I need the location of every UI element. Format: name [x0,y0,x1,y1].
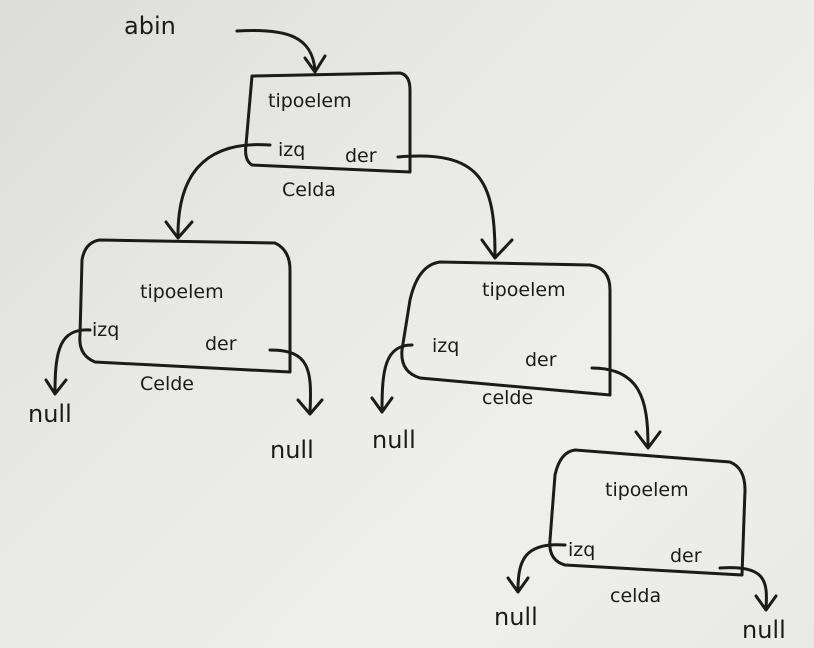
node-type-label: celda [610,585,661,607]
root-pointer-label: abin [124,12,176,40]
node-type-label: celde [482,387,533,409]
node-box [244,71,412,174]
node-right-field: der [525,349,557,371]
node-left-field: izq [92,319,119,341]
node-type-label: Celde [140,373,194,395]
node-right-field: der [205,333,237,355]
edge-root-right [396,154,514,260]
root-pointer-arrow [235,29,327,74]
node-right-field: der [345,145,377,167]
node-field: tipoelem [605,479,689,501]
null-label: null [28,400,72,428]
node-field: tipoelem [268,90,352,112]
null-label: null [494,603,538,631]
null-label: null [270,436,314,464]
node-left-field: izq [432,335,459,357]
node-box [400,260,612,397]
edge-right-left [370,343,414,414]
edge-rr-right [718,566,778,612]
node-left-field: izq [568,539,595,561]
node-type-label: Celda [282,179,336,201]
edge-right-right [590,366,662,450]
node-field: tipoelem [140,281,224,303]
null-label: null [742,616,786,644]
edge-left-left [44,328,92,396]
null-label: null [372,426,416,454]
edge-rr-left [506,543,567,594]
node-field: tipoelem [482,279,566,301]
tree-node-left: tipoelem izq der Celde [78,238,292,395]
node-left-field: izq [278,139,305,161]
node-box [78,238,292,374]
node-box [548,448,747,577]
tree-node-right-right: tipoelem izq der celda [548,448,747,607]
edge-root-left [164,143,272,240]
node-right-field: der [670,545,702,567]
edge-left-right [268,348,324,416]
tree-node-right: tipoelem izq der celde [400,260,612,409]
tree-node-root: tipoelem izq der Celda [244,71,412,201]
